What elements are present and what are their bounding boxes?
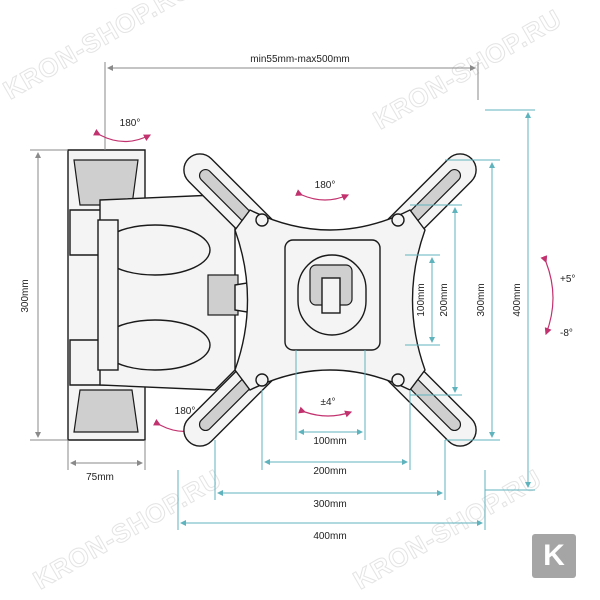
brand-logo: K: [532, 534, 576, 578]
tilt-up-label: +5°: [560, 274, 575, 285]
vesa-h100-label: 100mm: [313, 436, 346, 447]
rotation-level: ±4°: [298, 397, 353, 418]
vesa-h200-label: 200mm: [313, 466, 346, 477]
side-height-label: 300mm: [20, 279, 31, 312]
rot-bottom-left-label: 180°: [175, 406, 196, 417]
vesa-v400-label: 400mm: [512, 283, 523, 316]
watermark-text: KRON-SHOP.RU: [0, 0, 197, 105]
watermark-text: KRON-SHOP.RU: [368, 3, 567, 135]
side-depth-label: 75mm: [86, 472, 114, 483]
rot-center-label: 180°: [315, 180, 336, 191]
vesa-horizontal-dimensions: 100mm 200mm 300mm 400mm: [177, 350, 486, 542]
level-label: ±4°: [320, 397, 335, 408]
vesa-h300-label: 300mm: [313, 499, 346, 510]
vesa-h400-label: 400mm: [313, 531, 346, 542]
tilt-down-label: -8°: [560, 328, 573, 339]
rotation-center: 180°: [295, 180, 350, 201]
brand-logo-letter: K: [543, 539, 565, 572]
side-view: [67, 149, 266, 441]
watermark-text: KRON-SHOP.RU: [28, 463, 227, 595]
vesa-v100-label: 100mm: [416, 283, 427, 316]
vesa-v200-label: 200mm: [439, 283, 450, 316]
side-depth-dimension: 75mm: [67, 440, 146, 483]
vesa-v300-label: 300mm: [476, 283, 487, 316]
side-height-dimension: 300mm: [20, 149, 68, 441]
vesa-vertical-dimensions: 100mm 200mm 300mm 400mm: [405, 109, 535, 491]
rot-top-left-label: 180°: [120, 118, 141, 129]
top-span-label: min55mm-max500mm: [250, 54, 349, 65]
rotation-top-left: 180°: [93, 118, 152, 143]
tilt-indicator: +5° -8°: [540, 255, 575, 339]
watermark-text: KRON-SHOP.RU: [348, 463, 547, 595]
vesa-plate: [183, 153, 477, 447]
